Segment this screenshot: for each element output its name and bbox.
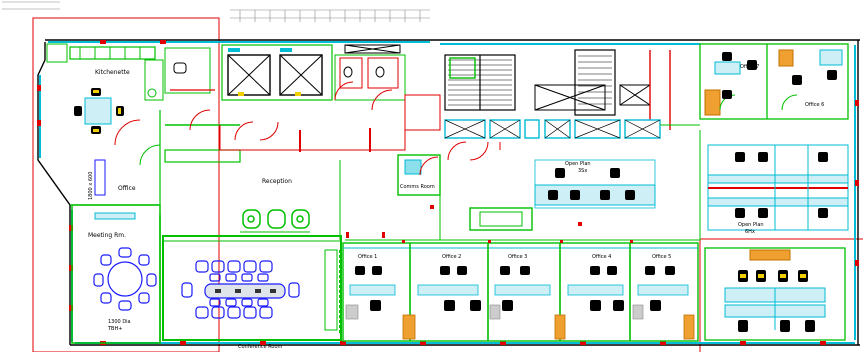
conference-chairs — [181, 260, 300, 319]
open-plan-2-sub-label: 6Hx — [745, 229, 755, 235]
reception-chairs — [242, 209, 310, 229]
office-6-label: Office 6 — [805, 102, 824, 108]
open-plan-1: Open Plan 3Sx — [469, 159, 656, 231]
chair-group — [355, 266, 675, 311]
desk-dimension-label: 1800 x 600 — [88, 172, 94, 200]
meeting-room-label: Meeting Rm. — [88, 232, 126, 239]
reception-label: Reception — [262, 178, 292, 185]
office-3-label: Office 3 — [508, 254, 527, 260]
main-stair — [444, 49, 671, 130]
riser-doors — [447, 141, 501, 161]
chair-group — [548, 168, 635, 200]
riser-row — [444, 119, 661, 139]
meeting-dim-label-2: TBH+ — [107, 326, 122, 332]
open-plan-1-label: Open Plan — [565, 161, 591, 167]
conference-room-label: Conference Room — [238, 344, 283, 350]
meeting-room: Meeting Rm. 1300 Dia TBH+ — [71, 204, 161, 344]
open-plan-2: Open Plan 6Hx — [707, 144, 849, 235]
office-4-label: Office 4 — [592, 254, 611, 260]
street-railing — [2, 1, 430, 22]
comms-room-label: Comms Room — [400, 184, 435, 190]
open-plan-2-label: Open Plan — [738, 222, 764, 228]
kitchenette-room: Kitchenette — [46, 43, 164, 134]
meeting-dim-label: 1300 Dia — [108, 319, 131, 325]
office-left-label: Office — [118, 185, 136, 192]
toilets — [334, 54, 441, 131]
office-2-label: Office 2 — [442, 254, 461, 260]
lift-core — [164, 44, 401, 131]
office-1-label: Office 1 — [358, 254, 377, 260]
office-row: Office 1 Office 2 Office 3 Office 4 Offi… — [339, 242, 699, 342]
bottom-right-area — [704, 247, 846, 341]
meeting-chairs — [93, 247, 157, 311]
offices-6-7: Office 7 Office 6 — [699, 43, 849, 120]
viewport-frames — [32, 17, 863, 352]
chair-group — [722, 52, 837, 99]
reception-area: Reception — [219, 121, 406, 233]
open-plan-1-sub-label: 3Sx — [578, 168, 587, 174]
chair-cushions — [740, 274, 806, 278]
office-5-label: Office 5 — [652, 254, 671, 260]
chair-group — [735, 152, 828, 218]
kitchenette-label: Kitchenette — [95, 69, 130, 76]
partition-markers — [346, 205, 633, 243]
riser-crosses — [444, 119, 661, 139]
